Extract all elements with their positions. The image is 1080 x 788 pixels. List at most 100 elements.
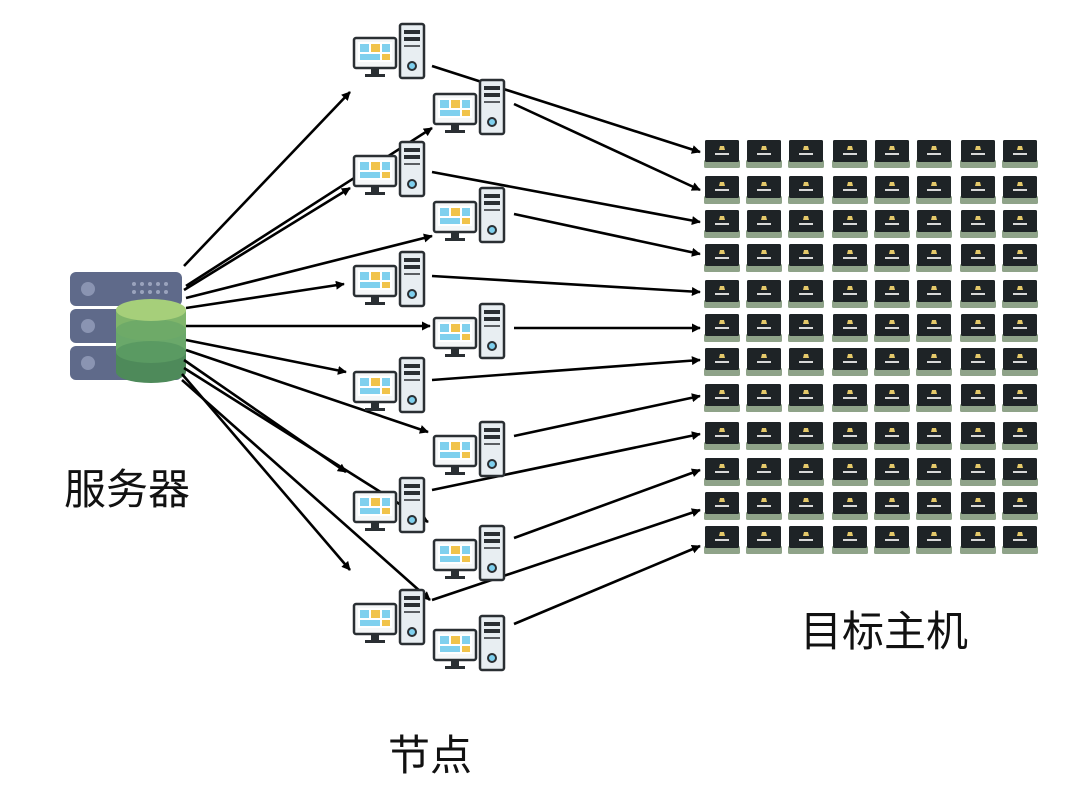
target-laptop-icon [746,526,782,554]
target-laptop-icon [960,140,996,168]
node-computer-icon [432,420,506,478]
target-laptop-icon [704,384,740,412]
connection-arrow [513,212,701,257]
target-laptop-icon [788,492,824,520]
connection-arrow [185,126,433,288]
connection-arrow [183,186,351,292]
target-laptop-icon [832,210,868,238]
target-laptop-icon [1002,244,1038,272]
target-laptop-icon [916,210,952,238]
target-laptop-icon [960,458,996,486]
target-laptop-icon [832,140,868,168]
target-host-grid [704,140,1038,554]
node-computer-icon [432,186,506,244]
target-laptop-icon [832,314,868,342]
target-laptop-icon [1002,140,1038,168]
node-computer-icon [352,22,426,80]
target-laptop-icon [960,348,996,376]
target-laptop-icon [874,176,910,204]
target-laptop-icon [1002,384,1038,412]
target-laptop-icon [832,176,868,204]
target-laptop-icon [960,210,996,238]
target-laptop-icon [1002,492,1038,520]
target-laptop-icon [960,314,996,342]
target-laptop-icon [746,210,782,238]
target-laptop-icon [746,140,782,168]
target-laptop-icon [874,348,910,376]
target-laptop-icon [1002,348,1038,376]
connection-arrow [431,64,701,154]
target-laptop-icon [1002,176,1038,204]
server-label: 服务器 [64,465,191,514]
connection-arrow [431,356,701,382]
node-computer-icon [352,356,426,414]
target-laptop-icon [704,422,740,450]
connection-arrow [185,348,429,434]
target-laptop-icon [874,280,910,308]
target-laptop-icon [960,176,996,204]
target-laptop-icon [874,492,910,520]
target-laptop-icon [788,526,824,554]
target-laptop-icon [874,422,910,450]
connection-arrow [431,170,701,225]
target-laptop-icon [704,348,740,376]
target-laptop-icon [874,384,910,412]
target-laptop-icon [916,176,952,204]
target-laptop-icon [874,244,910,272]
node-computer-icon [352,140,426,198]
connection-arrow [513,468,701,540]
target-laptop-icon [788,140,824,168]
target-laptop-icon [960,422,996,450]
connection-arrow [513,102,701,192]
target-laptop-icon [916,492,952,520]
connection-arrow [181,373,351,571]
connection-arrow [431,508,701,602]
target-laptop-icon [788,314,824,342]
target-laptop-icon [704,140,740,168]
target-laptop-icon [746,280,782,308]
connection-arrow [183,91,351,267]
target-laptop-icon [916,244,952,272]
connection-arrow [431,431,701,492]
target-laptop-icon [960,244,996,272]
database-server-icon [70,272,186,383]
target-laptop-icon [916,422,952,450]
target-laptop-icon [746,492,782,520]
target-laptop-icon [704,458,740,486]
target-laptop-icon [746,384,782,412]
target-laptop-icon [916,348,952,376]
target-laptop-icon [704,492,740,520]
target-laptop-icon [704,280,740,308]
target-laptop-icon [704,526,740,554]
target-laptop-icon [704,176,740,204]
target-laptop-icon [916,458,952,486]
target-laptop-icon [832,458,868,486]
target-laptop-icon [788,458,824,486]
target-laptop-icon [746,458,782,486]
target-laptop-icon [960,526,996,554]
connection-arrow [513,544,701,626]
target-laptop-icon [788,422,824,450]
node-group [352,22,506,672]
nodes-label: 节点 [388,731,473,780]
target-laptop-icon [874,458,910,486]
target-laptop-icon [874,140,910,168]
target-laptop-icon [788,176,824,204]
connection-arrow [185,233,433,300]
target-laptop-icon [916,140,952,168]
target-laptop-icon [704,314,740,342]
connection-arrows [181,64,701,626]
target-laptop-icon [874,314,910,342]
target-laptop-icon [960,492,996,520]
target-laptop-icon [874,526,910,554]
connection-arrow [185,280,345,310]
target-laptop-icon [788,280,824,308]
target-laptop-icon [746,176,782,204]
target-laptop-icon [832,244,868,272]
target-laptop-icon [916,526,952,554]
node-computer-icon [432,78,506,136]
target-laptop-icon [960,384,996,412]
target-laptop-icon [704,210,740,238]
node-computer-icon [432,614,506,672]
